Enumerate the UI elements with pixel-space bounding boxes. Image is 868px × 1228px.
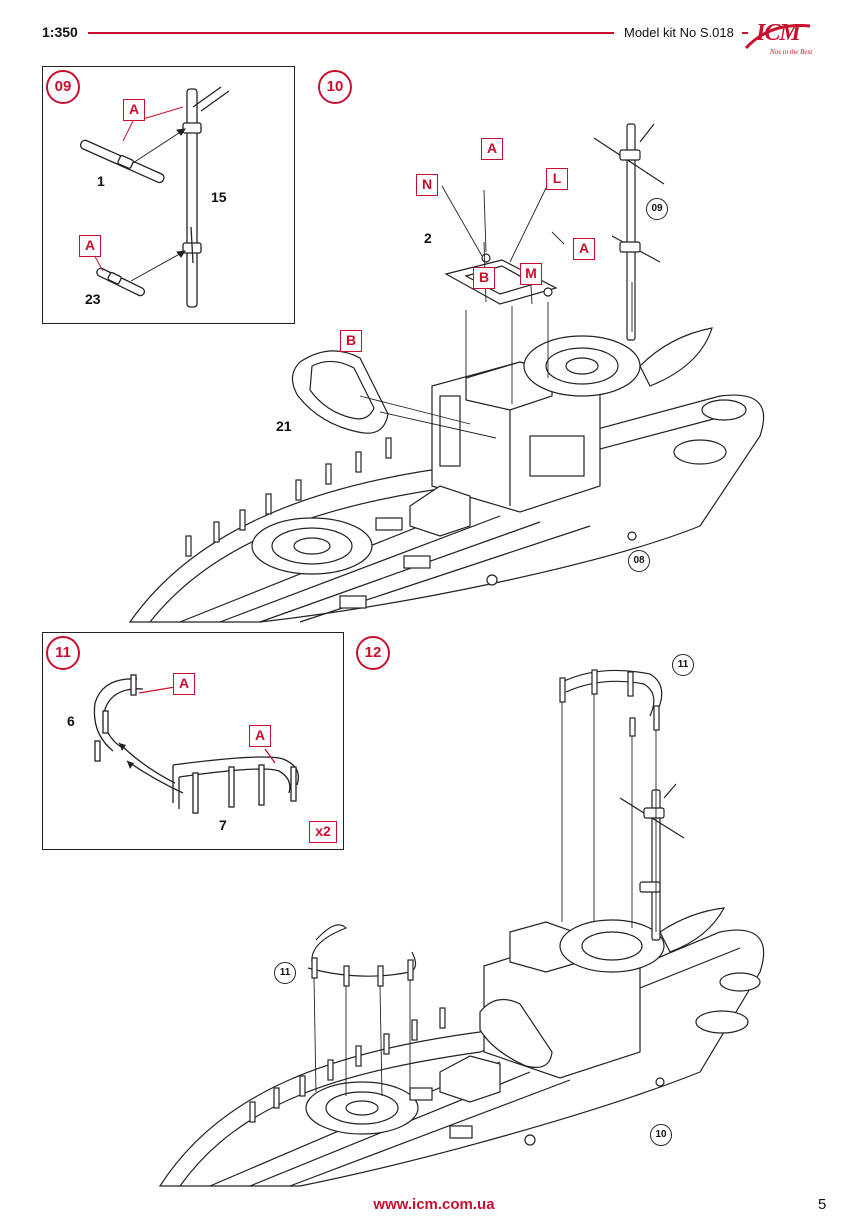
step-badge: 09 <box>46 70 80 104</box>
label-l: L <box>546 168 568 190</box>
quantity-multiplier: x2 <box>309 821 337 843</box>
step-badge: 12 <box>356 636 390 670</box>
label-a: A <box>123 99 145 121</box>
model-kit-label: Model kit No S.018 <box>624 25 734 40</box>
step-ref: 11 <box>274 962 296 984</box>
step-ref: 08 <box>628 550 650 572</box>
label-a: A <box>573 238 595 260</box>
part-number: 1 <box>97 173 105 189</box>
step-badge: 11 <box>46 636 80 670</box>
label-b: B <box>340 330 362 352</box>
step-ref: 10 <box>650 1124 672 1146</box>
header-rule-right <box>742 32 748 34</box>
step-09-panel: A A 1 15 23 <box>42 66 295 324</box>
step-09-drawing <box>79 86 230 308</box>
step-10-drawing <box>128 123 765 623</box>
footer-url[interactable]: www.icm.com.ua <box>373 1196 495 1213</box>
part-number: 2 <box>424 230 432 246</box>
logo-tagline: Nos in the Best <box>770 48 813 56</box>
part-number: 6 <box>67 713 75 729</box>
header-rule-left <box>88 32 614 34</box>
logo-swoosh-icon <box>744 23 811 50</box>
logo-word: ICM <box>756 20 801 46</box>
label-m: M <box>520 263 542 285</box>
step-11-drawing <box>93 674 300 814</box>
part-number: 21 <box>276 418 292 434</box>
icm-logo: ICM Nos in the Best <box>740 18 830 64</box>
label-a: A <box>481 138 503 160</box>
step-ref: 09 <box>646 198 668 220</box>
step-11-panel: A A 6 7 x2 <box>42 632 344 850</box>
part-number: 23 <box>85 291 101 307</box>
scale-label: 1:350 <box>42 24 78 40</box>
page-number: 5 <box>818 1196 827 1213</box>
label-n: N <box>416 174 438 196</box>
part-number: 7 <box>219 817 227 833</box>
label-b: B <box>473 267 495 289</box>
step-12-drawing <box>158 669 765 1187</box>
part-number: 15 <box>211 189 227 205</box>
label-a: A <box>249 725 271 747</box>
step-ref: 11 <box>672 654 694 676</box>
step-badge: 10 <box>318 70 352 104</box>
label-a: A <box>79 235 101 257</box>
label-a: A <box>173 673 195 695</box>
